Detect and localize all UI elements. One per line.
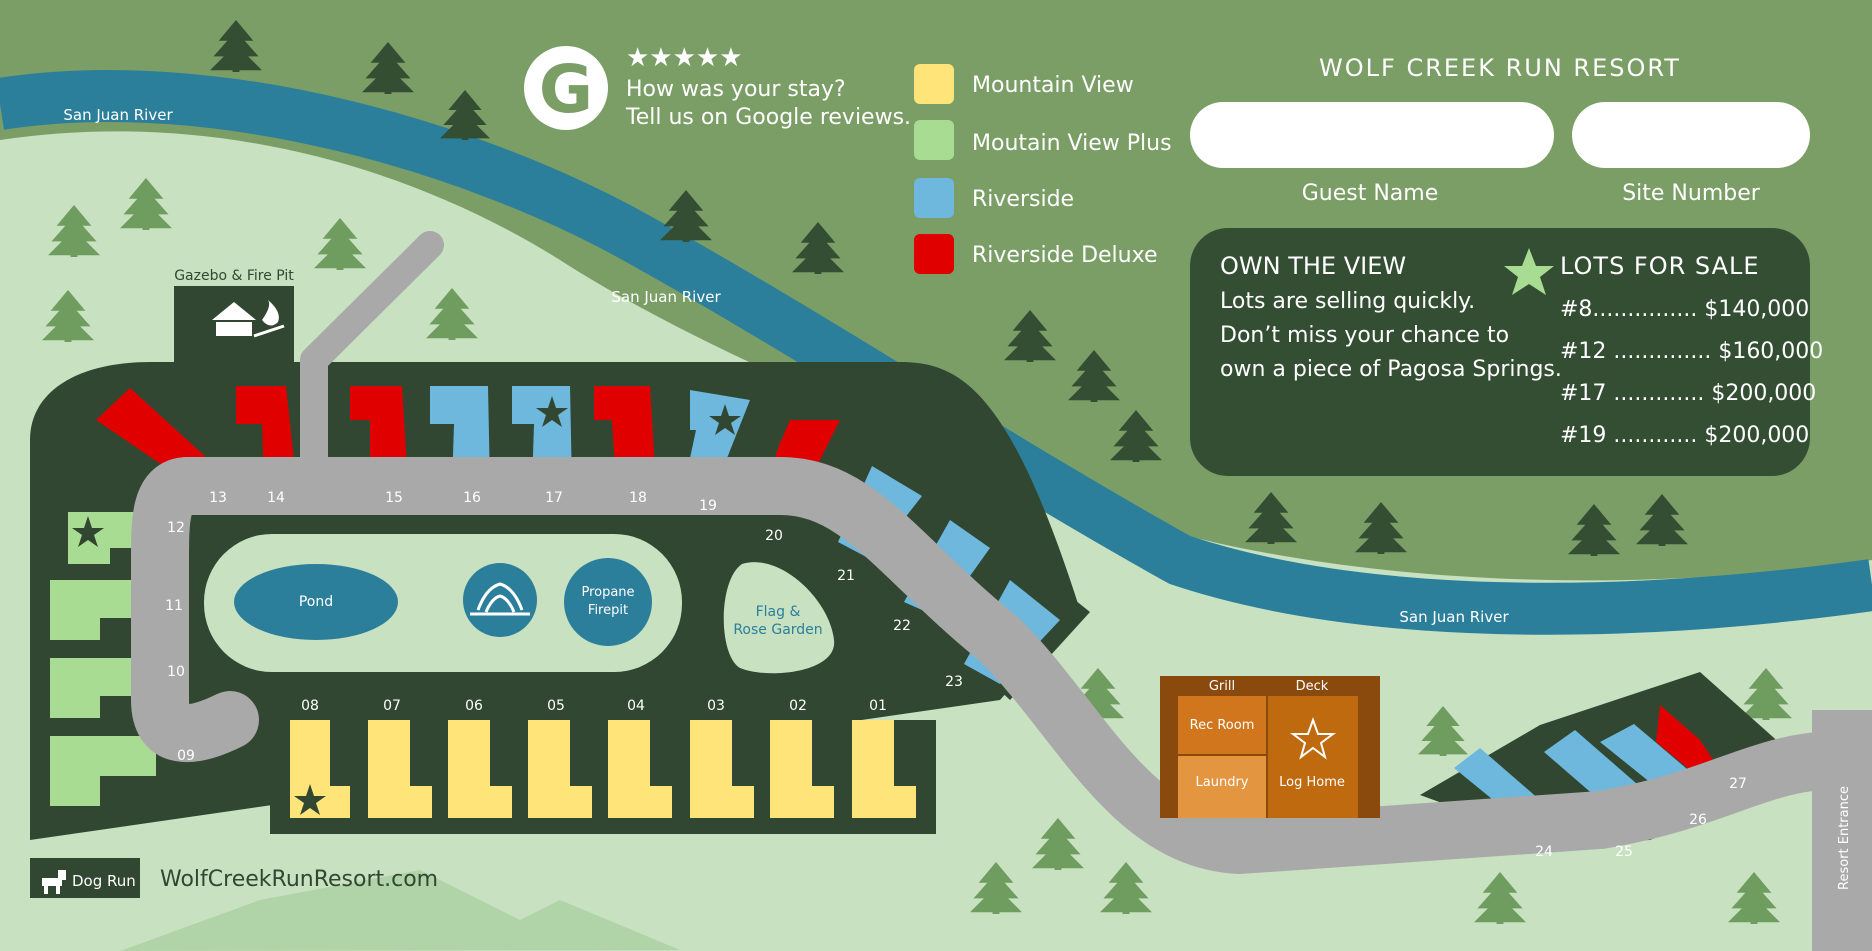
- sale-star-icon: [1504, 248, 1554, 295]
- site-13: 13: [209, 490, 227, 506]
- entrance-label: Resort Entrance: [1837, 786, 1852, 890]
- site-20: 20: [765, 528, 783, 544]
- propane-label-2: Firepit: [588, 603, 628, 618]
- google-icon: [524, 46, 608, 130]
- pond: [234, 564, 398, 640]
- promo-heading: OWN THE VIEW: [1220, 252, 1406, 280]
- site-04: 04: [627, 698, 645, 714]
- deck-label: Deck: [1296, 679, 1329, 694]
- promo-line-2: Don’t miss your chance to: [1220, 323, 1509, 348]
- site-06: 06: [465, 698, 483, 714]
- for-sale-stars: [72, 396, 741, 815]
- legend-label-riverside: Riverside: [972, 187, 1074, 212]
- legend-swatch-riverside: [914, 178, 954, 218]
- site-07: 07: [383, 698, 401, 714]
- review-line-1: How was your stay?: [626, 77, 846, 102]
- sale-item-4: #19 ............ $200,000: [1560, 423, 1809, 448]
- review-line-2: Tell us on Google reviews.: [625, 105, 911, 130]
- site-22: 22: [893, 618, 911, 634]
- grill-label: Grill: [1209, 679, 1235, 694]
- legend-label-mountain-view-plus: Moutain View Plus: [972, 131, 1172, 156]
- guest-name-field[interactable]: [1190, 102, 1554, 168]
- rec-room-label: Rec Room: [1190, 718, 1255, 733]
- site-26: 26: [1689, 812, 1707, 828]
- sale-item-1: #8............... $140,000: [1560, 297, 1809, 322]
- flag-garden: [723, 562, 835, 674]
- sale-heading: LOTS FOR SALE: [1560, 252, 1760, 280]
- promo-line-1: Lots are selling quickly.: [1220, 289, 1475, 314]
- site-14: 14: [267, 490, 285, 506]
- legend-label-mountain-view: Mountain View: [972, 73, 1134, 98]
- sale-item-3: #17 ............. $200,000: [1560, 381, 1816, 406]
- site-numbers: 01 02 03 04 05 06 07 08 09 10 11 12 13 1…: [165, 490, 1747, 860]
- river-label-2: San Juan River: [611, 288, 721, 306]
- river-label-1: San Juan River: [63, 106, 173, 124]
- site-27: 27: [1729, 776, 1747, 792]
- river-label-3: San Juan River: [1399, 608, 1509, 626]
- google-letter: G: [539, 51, 593, 128]
- sale-item-2: #12 .............. $160,000: [1560, 339, 1823, 364]
- website-link[interactable]: WolfCreekRunResort.com: [160, 867, 438, 892]
- site-24: 24: [1535, 844, 1553, 860]
- gazebo-icon: [212, 302, 256, 336]
- site-16: 16: [463, 490, 481, 506]
- site-01: 01: [869, 698, 887, 714]
- promo-line-3: own a piece of Pagosa Springs.: [1220, 357, 1562, 382]
- hills: [120, 870, 680, 951]
- legend-label-riverside-deluxe: Riverside Deluxe: [972, 243, 1157, 268]
- site-10: 10: [167, 664, 185, 680]
- site-23: 23: [945, 674, 963, 690]
- gazebo-label: Gazebo & Fire Pit: [174, 268, 294, 284]
- site-number-field[interactable]: [1572, 102, 1810, 168]
- laundry-label: Laundry: [1196, 775, 1249, 790]
- dog-run-label: Dog Run: [72, 872, 136, 890]
- road: [131, 231, 1872, 951]
- log-home-star: [1290, 717, 1336, 760]
- site-19: 19: [699, 498, 717, 514]
- review-stars: ★★★★★: [626, 43, 743, 73]
- propane-label-1: Propane: [581, 585, 634, 600]
- site-09: 09: [177, 748, 195, 764]
- site-05: 05: [547, 698, 565, 714]
- promo-panel: [1190, 228, 1810, 476]
- log-home-label: Log Home: [1279, 775, 1345, 790]
- legend-swatch-riverside-deluxe: [914, 234, 954, 274]
- site-02: 02: [789, 698, 807, 714]
- resort-title: WOLF CREEK RUN RESORT: [1319, 54, 1681, 82]
- site-03: 03: [707, 698, 725, 714]
- propane-firepit: [564, 558, 652, 646]
- site-12: 12: [167, 520, 185, 536]
- mountain-view-lots: [290, 720, 916, 818]
- pond-label: Pond: [299, 594, 333, 610]
- campfire-icon: [253, 300, 285, 338]
- laundry-area: [1178, 756, 1266, 818]
- legend-swatch-mountain-view: [914, 64, 954, 104]
- site-18: 18: [629, 490, 647, 506]
- site-17: 17: [545, 490, 563, 506]
- flag-label-2: Rose Garden: [733, 622, 822, 638]
- site-25: 25: [1615, 844, 1633, 860]
- flag-label-1: Flag &: [756, 604, 801, 620]
- dog-icon: [42, 870, 66, 894]
- site-15: 15: [385, 490, 403, 506]
- guest-name-label: Guest Name: [1302, 181, 1439, 206]
- site-08: 08: [301, 698, 319, 714]
- legend: Mountain View Moutain View Plus Riversid…: [914, 64, 1172, 274]
- fountain-icon: [470, 582, 530, 616]
- site-21: 21: [837, 568, 855, 584]
- rec-room-area: [1178, 696, 1266, 754]
- site-number-label: Site Number: [1622, 181, 1761, 206]
- site-11: 11: [165, 598, 183, 614]
- legend-swatch-mountain-view-plus: [914, 120, 954, 160]
- fountain: [463, 563, 537, 637]
- log-home-area: [1268, 696, 1358, 818]
